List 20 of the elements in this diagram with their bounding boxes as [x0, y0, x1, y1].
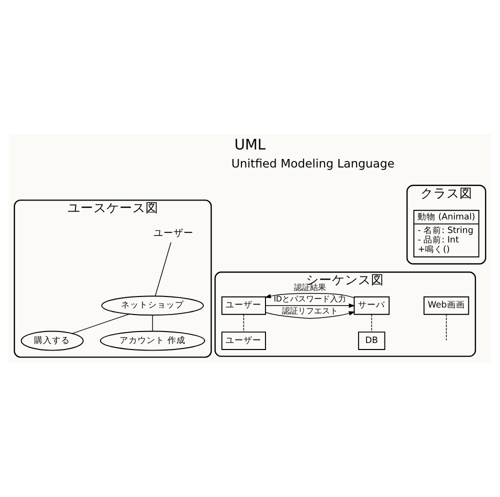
node-box: ユーザー — [221, 296, 266, 315]
arrow — [264, 293, 355, 298]
connector — [446, 314, 447, 341]
connector — [72, 314, 130, 334]
node-text: ユーザー — [153, 228, 194, 240]
connector — [243, 314, 244, 332]
node-box: DB — [358, 332, 386, 350]
node-box: サーバ — [354, 296, 390, 315]
arrow — [265, 303, 356, 308]
arrow — [265, 311, 356, 319]
connector — [154, 242, 172, 296]
diagram-title: UML — [234, 138, 266, 154]
node-ellipse: 購入する — [20, 330, 84, 351]
connector — [152, 314, 153, 332]
connector — [371, 314, 372, 332]
node-ellipse: アカウント 作成 — [100, 330, 206, 351]
node-box: Web画画 — [424, 296, 470, 315]
label: Unitfied Modeling Language — [231, 156, 395, 171]
node-ellipse: ネットショップ — [101, 296, 204, 316]
node-box: ユーザー — [221, 332, 266, 350]
